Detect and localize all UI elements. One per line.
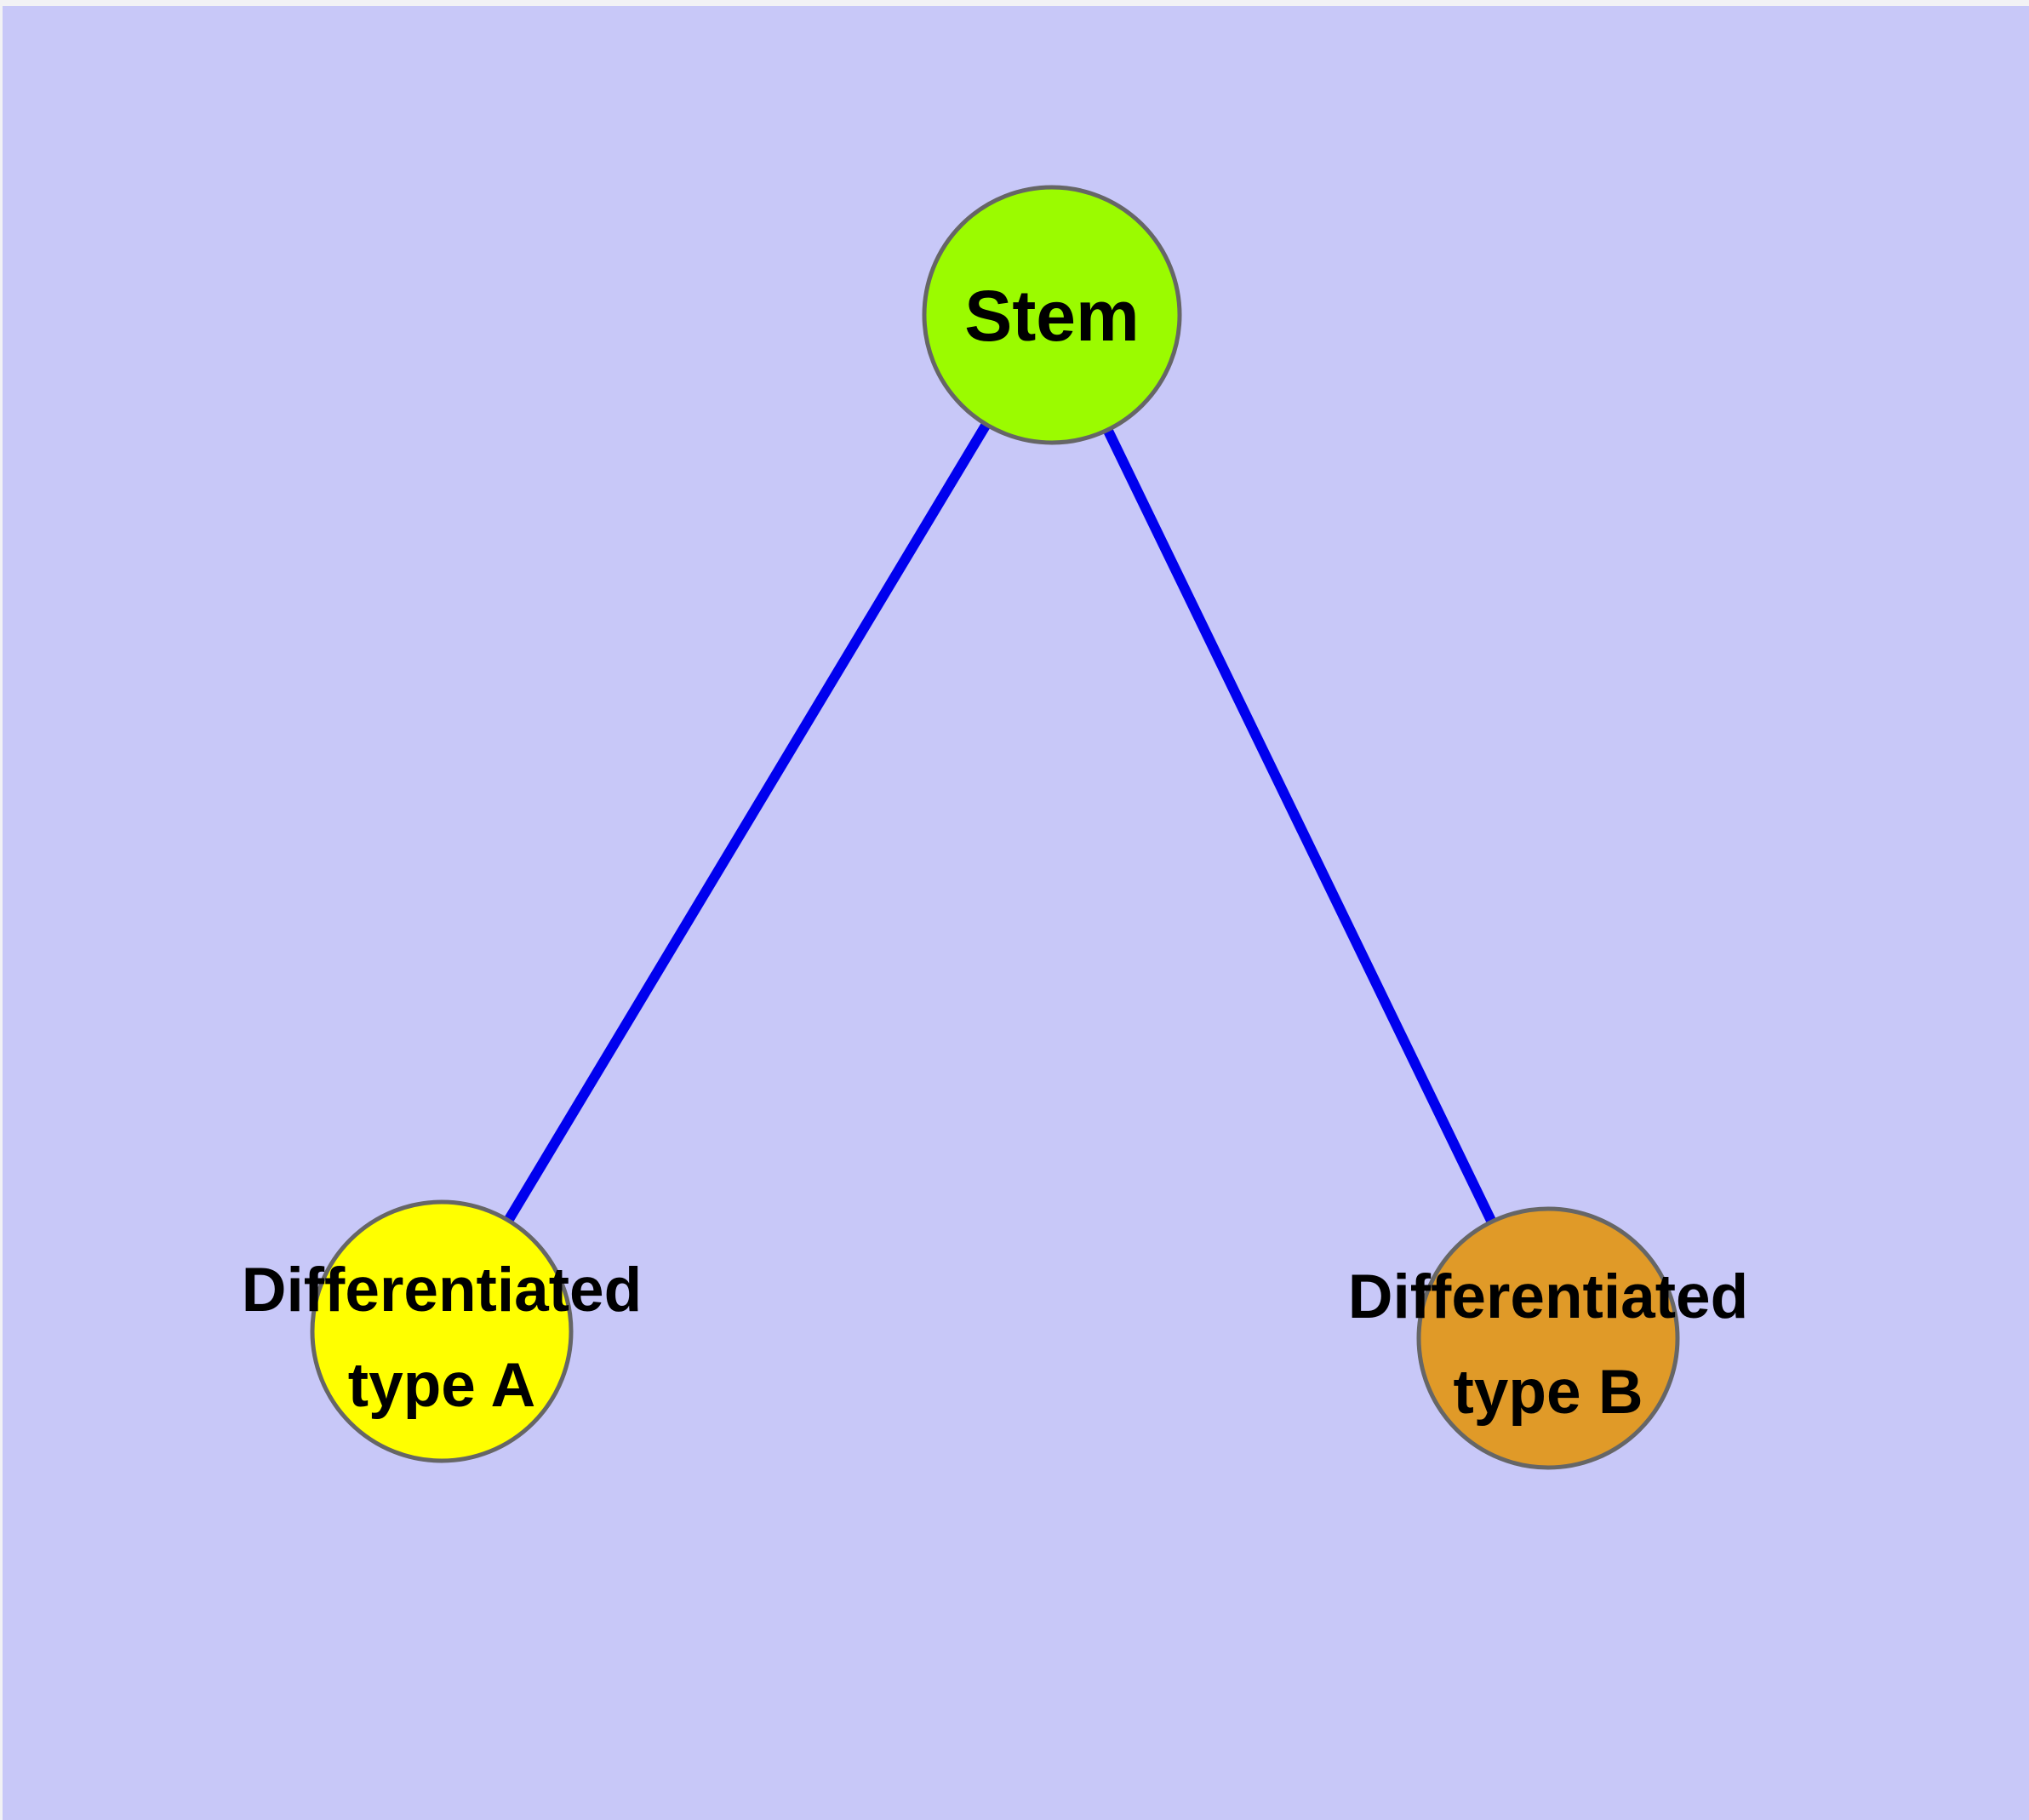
type-b-node-circle[interactable] — [1416, 1206, 1680, 1470]
type-a-node-circle[interactable] — [310, 1199, 574, 1463]
frame-strip-top — [0, 0, 2029, 6]
type-a-node-label-line1: Differentiated — [242, 1256, 643, 1325]
edge-stem-to-type-a — [437, 312, 1057, 1335]
stem-node-circle[interactable] — [922, 185, 1182, 445]
node-differentiated-type-a[interactable]: Differentiated type A — [242, 1199, 643, 1463]
type-a-node-label-line2: type A — [348, 1351, 535, 1420]
frame-strip-left — [0, 0, 3, 1820]
type-b-node-label-line2: type B — [1453, 1358, 1643, 1427]
edge-stem-to-type-b — [1047, 312, 1553, 1341]
stem-node-label: Stem — [964, 276, 1139, 356]
node-differentiated-type-b[interactable]: Differentiated type B — [1348, 1206, 1749, 1470]
node-stem[interactable]: Stem — [922, 185, 1182, 445]
type-b-node-label-line1: Differentiated — [1348, 1262, 1749, 1331]
